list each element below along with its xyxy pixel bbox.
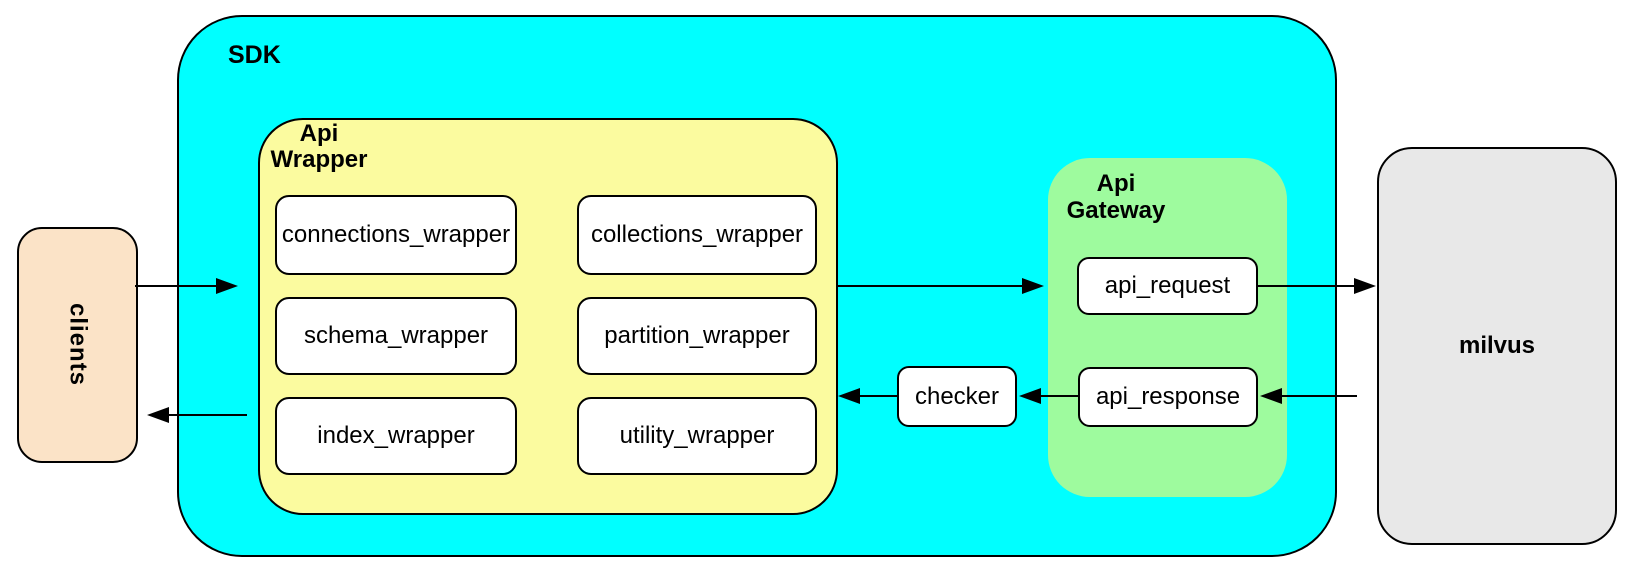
arrow-response-to-checker-line: [1039, 395, 1078, 397]
clients-node-label: clients: [64, 303, 92, 387]
node-checker-label: checker: [914, 382, 1000, 410]
arrow-response-to-checker-head-icon: [1019, 388, 1041, 404]
arrow-wrapper-to-gateway-line: [838, 285, 1024, 287]
milvus-node: milvus: [1377, 147, 1617, 545]
node-partition-wrapper: partition_wrapper: [577, 297, 817, 375]
node-connections-wrapper: connections_wrapper: [275, 195, 517, 275]
api-gateway-label: Api Gateway: [1056, 170, 1176, 224]
node-api-response: api_response: [1078, 367, 1258, 427]
arrow-request-to-milvus-head-icon: [1354, 278, 1376, 294]
node-utility-wrapper-label: utility_wrapper: [619, 422, 775, 449]
api-gateway-container: [1048, 158, 1287, 497]
api-wrapper-label-line2: Wrapper: [270, 146, 368, 173]
milvus-node-label: milvus: [1458, 332, 1536, 359]
clients-node: clients: [17, 227, 138, 463]
node-api-request-label: api_request: [1104, 272, 1231, 299]
arrow-wrapper-to-clients-line: [167, 414, 247, 416]
node-partition-wrapper-label: partition_wrapper: [604, 322, 790, 349]
node-connections-wrapper-label: connections_wrapper: [281, 221, 511, 248]
arrow-wrapper-to-clients-head-icon: [147, 407, 169, 423]
node-index-wrapper-label: index_wrapper: [317, 422, 475, 449]
arrow-clients-to-sdk-line: [135, 285, 217, 287]
node-index-wrapper: index_wrapper: [275, 397, 517, 475]
api-wrapper-label-line1: Api: [299, 120, 339, 147]
api-gateway-label-line2: Gateway: [1066, 197, 1166, 224]
node-schema-wrapper: schema_wrapper: [275, 297, 517, 375]
arrow-clients-to-sdk-head-icon: [216, 278, 238, 294]
sdk-label: SDK: [228, 41, 281, 69]
api-gateway-label-line1: Api: [1096, 170, 1136, 197]
arrow-milvus-to-response-head-icon: [1260, 388, 1282, 404]
node-checker: checker: [897, 366, 1017, 427]
api-wrapper-label: Api Wrapper: [259, 121, 379, 173]
arrow-wrapper-to-gateway-head-icon: [1022, 278, 1044, 294]
node-collections-wrapper: collections_wrapper: [577, 195, 817, 275]
node-api-request: api_request: [1077, 257, 1258, 315]
arrow-checker-to-wrapper-head-icon: [838, 388, 860, 404]
node-api-response-label: api_response: [1095, 383, 1241, 410]
arrow-checker-to-wrapper-line: [858, 395, 897, 397]
node-utility-wrapper: utility_wrapper: [577, 397, 817, 475]
arrow-request-to-milvus-line: [1258, 285, 1356, 287]
arrow-milvus-to-response-line: [1280, 395, 1357, 397]
node-schema-wrapper-label: schema_wrapper: [303, 322, 489, 349]
node-collections-wrapper-label: collections_wrapper: [590, 221, 804, 248]
